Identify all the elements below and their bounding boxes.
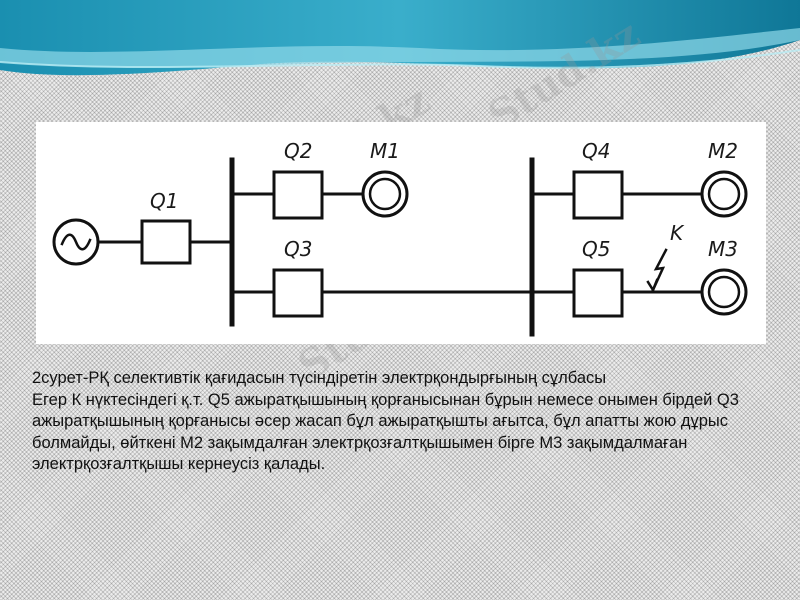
breaker-q3 — [272, 268, 324, 318]
label-q1: Q1 — [150, 189, 178, 213]
ac-wave-icon — [60, 233, 92, 251]
header-banner — [0, 0, 800, 76]
breaker-q5 — [572, 268, 624, 318]
label-k: K — [670, 221, 685, 245]
label-m3: M3 — [708, 237, 738, 261]
figure-caption: 2сурет-РҚ селективтік қағидасын түсіндір… — [32, 369, 607, 387]
label-q3: Q3 — [284, 237, 312, 261]
caption-block: 2сурет-РҚ селективтік қағидасын түсіндір… — [32, 368, 772, 476]
label-q4: Q4 — [582, 139, 610, 163]
explanation-text: Егер К нүктесіндегі қ.т. Q5 ажыратқышыны… — [32, 390, 739, 474]
label-q2: Q2 — [284, 139, 312, 163]
label-m1: M1 — [370, 139, 400, 163]
label-q5: Q5 — [582, 237, 610, 261]
breaker-q2 — [272, 170, 324, 220]
label-m2: M2 — [708, 139, 738, 163]
breaker-q4 — [572, 170, 624, 220]
circuit-diagram: Q1 Q2 M1 Q3 Q4 M2 Q5 K M3 — [36, 122, 766, 344]
fault-lightning-icon — [651, 248, 668, 292]
breaker-q1 — [140, 219, 192, 265]
